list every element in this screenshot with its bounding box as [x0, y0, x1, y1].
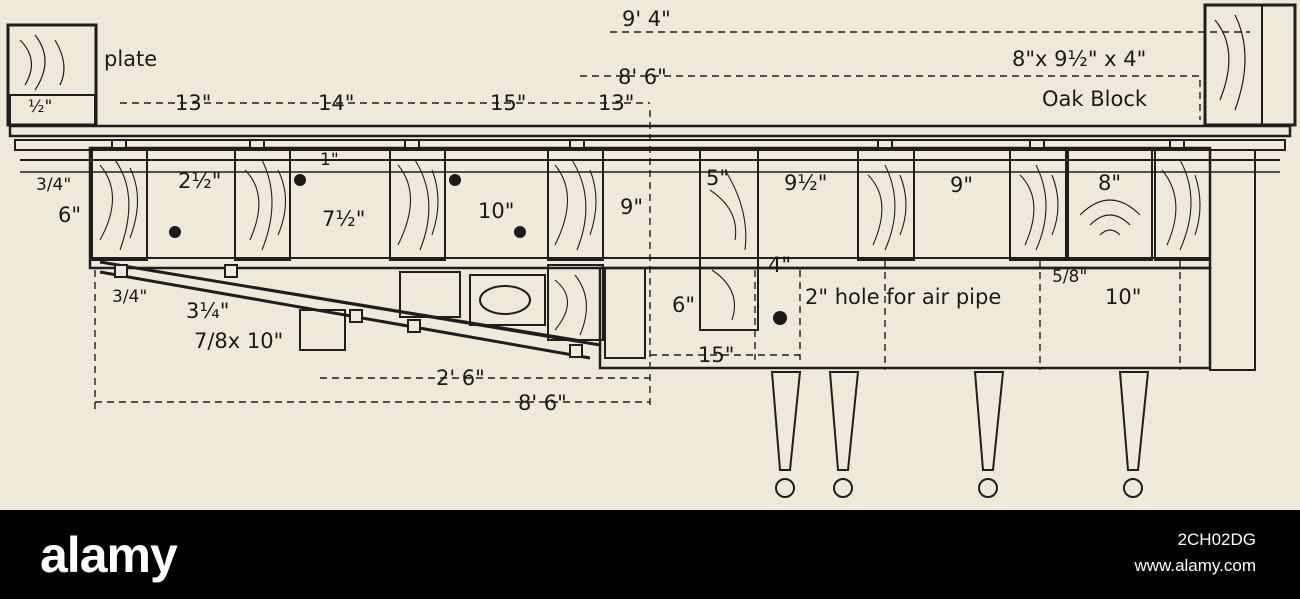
dim-9-half: 9½": [784, 171, 827, 195]
watermark-footer: alamy 2CH02DG www.alamy.com: [0, 510, 1300, 599]
dim-1: 1": [320, 150, 339, 170]
dim-9-b: 9": [950, 173, 973, 197]
dim-3-4-a: 3/4": [36, 175, 71, 195]
dimension-lines: [94, 31, 1250, 410]
dim-5-8: 5/8": [1052, 267, 1087, 287]
dim-13-right: 13": [598, 91, 634, 115]
end-post-right: [1203, 3, 1297, 127]
image-id: 2CH02DG: [1177, 530, 1256, 549]
wood-blocks: [91, 149, 1211, 341]
alamy-logo: alamy: [40, 527, 178, 583]
brake-hangers: [770, 371, 1150, 498]
site-url: www.alamy.com: [1134, 556, 1256, 575]
dim-15-top: 15": [490, 91, 526, 115]
plate-label: plate: [104, 47, 157, 71]
dim-10-right: 10": [1105, 285, 1141, 309]
dim-10-v: 10": [478, 199, 514, 223]
dim-7-half: 7½": [322, 207, 365, 231]
dim-3-4-b: 3/4": [112, 287, 147, 307]
air-pipe-hole: 2" hole for air pipe: [805, 285, 1001, 309]
dim-8-6-top: 8' 6": [618, 65, 667, 89]
dim-4: 4": [768, 253, 791, 277]
dimension-labels: plate ½" 13" 14" 15" 13" 9' 4" 8' 6" 8"x…: [28, 7, 1148, 415]
dim-3-1-4: 3¼": [186, 299, 229, 323]
dim-7-8x10: 7/8x 10": [194, 329, 283, 353]
car-underframe-diagram: plate ½" 13" 14" 15" 13" 9' 4" 8' 6" 8"x…: [6, 3, 1297, 498]
dim-9-4: 9' 4": [622, 7, 671, 31]
oak-block-label: Oak Block: [1042, 87, 1148, 111]
dim-14: 14": [318, 91, 354, 115]
dim-6-v: 6": [672, 293, 695, 317]
dim-15-bottom: 15": [698, 343, 734, 367]
oak-block-size: 8"x 9½" x 4": [1012, 47, 1146, 71]
dim-8-6-bottom: 8' 6": [518, 391, 567, 415]
dim-8: 8": [1098, 171, 1121, 195]
dim-5: 5": [706, 166, 729, 190]
dim-13-top: 13": [175, 91, 211, 115]
technical-drawing: plate ½" 13" 14" 15" 13" 9' 4" 8' 6" 8"x…: [0, 0, 1300, 510]
dim-2-half: 2½": [178, 169, 221, 193]
dim-2-6: 2' 6": [436, 366, 485, 390]
dim-6: 6": [58, 203, 81, 227]
half-inch-label: ½": [28, 97, 52, 117]
bolts: [111, 139, 1185, 358]
dim-9-a: 9": [620, 195, 643, 219]
truss-rod: [99, 174, 787, 360]
